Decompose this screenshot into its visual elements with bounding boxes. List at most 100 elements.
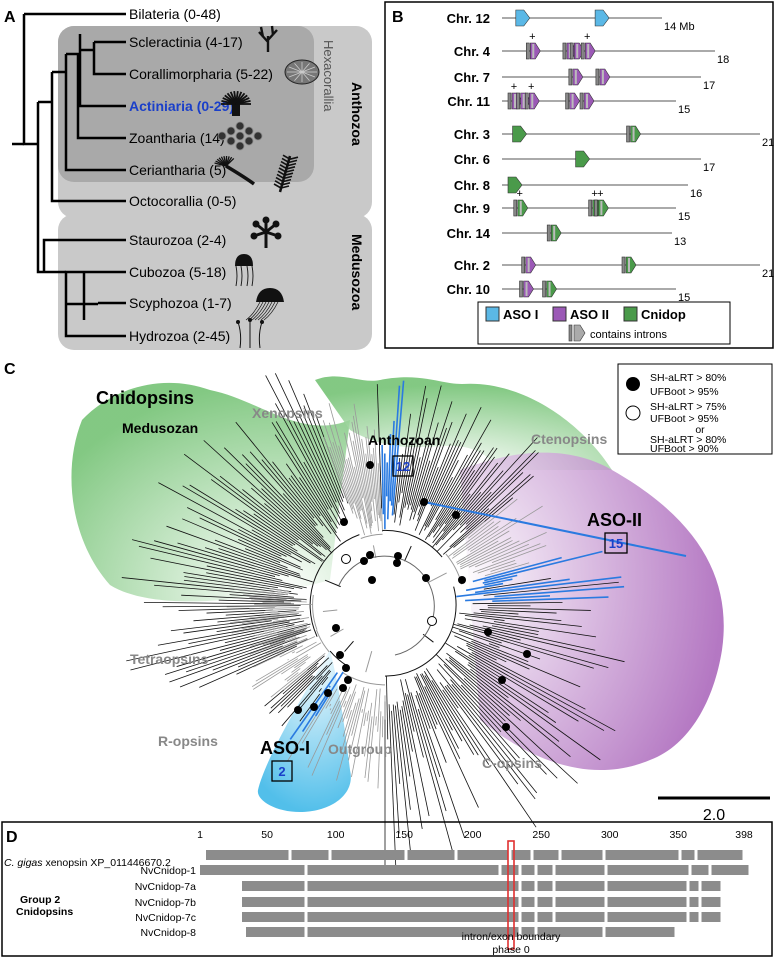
tree-branch xyxy=(323,436,348,503)
tree-branch xyxy=(214,539,288,569)
anthozoan-label: Anthozoan xyxy=(368,432,440,448)
boundary-label-line2: phase 0 xyxy=(492,944,530,956)
tree-branch xyxy=(250,628,307,647)
tree-branch xyxy=(130,623,311,671)
legend-aso1-label: ASO I xyxy=(503,307,538,322)
tree-branch xyxy=(481,611,519,615)
tree-branch xyxy=(484,562,530,577)
support-node-filled xyxy=(422,574,430,582)
taxon-label: Ceriantharia (5) xyxy=(129,162,226,178)
alignment-row xyxy=(242,897,721,907)
tree-branch xyxy=(270,653,326,698)
tree-branch xyxy=(406,443,421,505)
chromosome-size: 21 xyxy=(762,137,774,149)
tree-branch xyxy=(445,642,504,680)
chromosome-label: Chr. 6 xyxy=(454,152,490,167)
chromosome-size: 17 xyxy=(703,162,715,174)
hexacorallia-label: Hexacorallia xyxy=(321,40,336,112)
tree-branch xyxy=(363,712,367,727)
gene-marker xyxy=(515,9,531,27)
tree-branch xyxy=(446,684,536,800)
legend-cnidop-label: Cnidop xyxy=(641,307,686,322)
aso1-count: 2 xyxy=(278,764,285,779)
tree-branch xyxy=(217,613,298,623)
aso2-label: ASO-II xyxy=(587,510,642,530)
open-node-symbol xyxy=(625,405,641,421)
tree-branch xyxy=(235,508,293,547)
tree-branch xyxy=(471,640,581,688)
aligned-block xyxy=(291,850,329,860)
alignment: NvCnidop-1NvCnidop-7aNvCnidop-7bNvCnidop… xyxy=(135,850,749,939)
tree-branch xyxy=(451,684,517,762)
support-legend-box xyxy=(617,363,773,455)
chromosome-size: 15 xyxy=(678,292,690,304)
support-node-filled xyxy=(324,689,332,697)
aligned-block xyxy=(607,865,689,875)
open-line3: SH-aLRT > 80% xyxy=(650,434,726,446)
filled-line1: SH-aLRT > 80% xyxy=(650,372,726,384)
hydroid-icon xyxy=(236,318,264,349)
aligned-block xyxy=(307,865,499,875)
tree-branch xyxy=(491,543,541,564)
tree-branch xyxy=(311,686,351,776)
gene-marker xyxy=(565,92,580,110)
tree-branch xyxy=(328,403,362,519)
support-node-filled xyxy=(339,684,347,692)
aligned-block xyxy=(533,850,559,860)
support-node-filled xyxy=(366,461,374,469)
tree-branch xyxy=(389,420,395,502)
tree-branch xyxy=(467,664,601,761)
tree-branch xyxy=(410,385,442,506)
aligned-block xyxy=(689,897,699,907)
tree-branch xyxy=(269,635,297,646)
tree-branch xyxy=(477,559,516,574)
tree-branch xyxy=(264,503,314,545)
support-node-open xyxy=(341,554,351,564)
tree-branch xyxy=(249,607,300,610)
tree-branch xyxy=(415,676,438,725)
tree-branch xyxy=(169,640,286,683)
tree-branch xyxy=(242,454,331,548)
tree-branch xyxy=(428,413,467,503)
chromosome-row: Chr. 915+++ xyxy=(454,188,690,223)
tree-branch xyxy=(377,463,382,522)
tree-branch xyxy=(251,487,319,547)
tree-branch xyxy=(494,585,625,598)
gene-marker: + xyxy=(524,81,540,110)
gene-marker xyxy=(512,125,527,143)
chromosome-size: 13 xyxy=(674,236,686,248)
tree-branch xyxy=(465,594,551,602)
axis-tick-label: 200 xyxy=(464,829,482,841)
gene-marker: + xyxy=(580,31,596,60)
tree-branch xyxy=(488,643,500,648)
tree-branch xyxy=(265,625,308,638)
tree-branch xyxy=(235,421,315,519)
tree-branch xyxy=(459,540,513,568)
tree-branch xyxy=(351,421,372,529)
tree-branch xyxy=(404,679,454,853)
gene-marker xyxy=(626,125,641,143)
open-or: or xyxy=(695,424,705,436)
tree-branch xyxy=(364,702,373,757)
tree-branch xyxy=(415,690,431,729)
tree-branch xyxy=(298,413,348,522)
aligned-block xyxy=(537,865,553,875)
tree-clade xyxy=(384,550,625,872)
group-label-line1: Group 2 xyxy=(20,894,60,906)
tree-branch xyxy=(225,610,297,616)
aligned-block xyxy=(537,897,553,907)
tree-branch xyxy=(448,521,495,557)
tree-branch xyxy=(438,447,494,527)
aligned-block xyxy=(537,881,553,891)
support-node-filled xyxy=(394,552,402,560)
scale-bar-label: 2.0 xyxy=(703,807,725,824)
tree-branch xyxy=(223,447,332,553)
aligned-block xyxy=(307,897,519,907)
tree-branch xyxy=(365,436,376,522)
gene-marker xyxy=(521,256,537,274)
tree-branch xyxy=(344,432,368,529)
chromosome-size: 14 Mb xyxy=(664,21,695,33)
species-label: C. gigas xenopsin XP_011446670.2 xyxy=(4,857,171,869)
